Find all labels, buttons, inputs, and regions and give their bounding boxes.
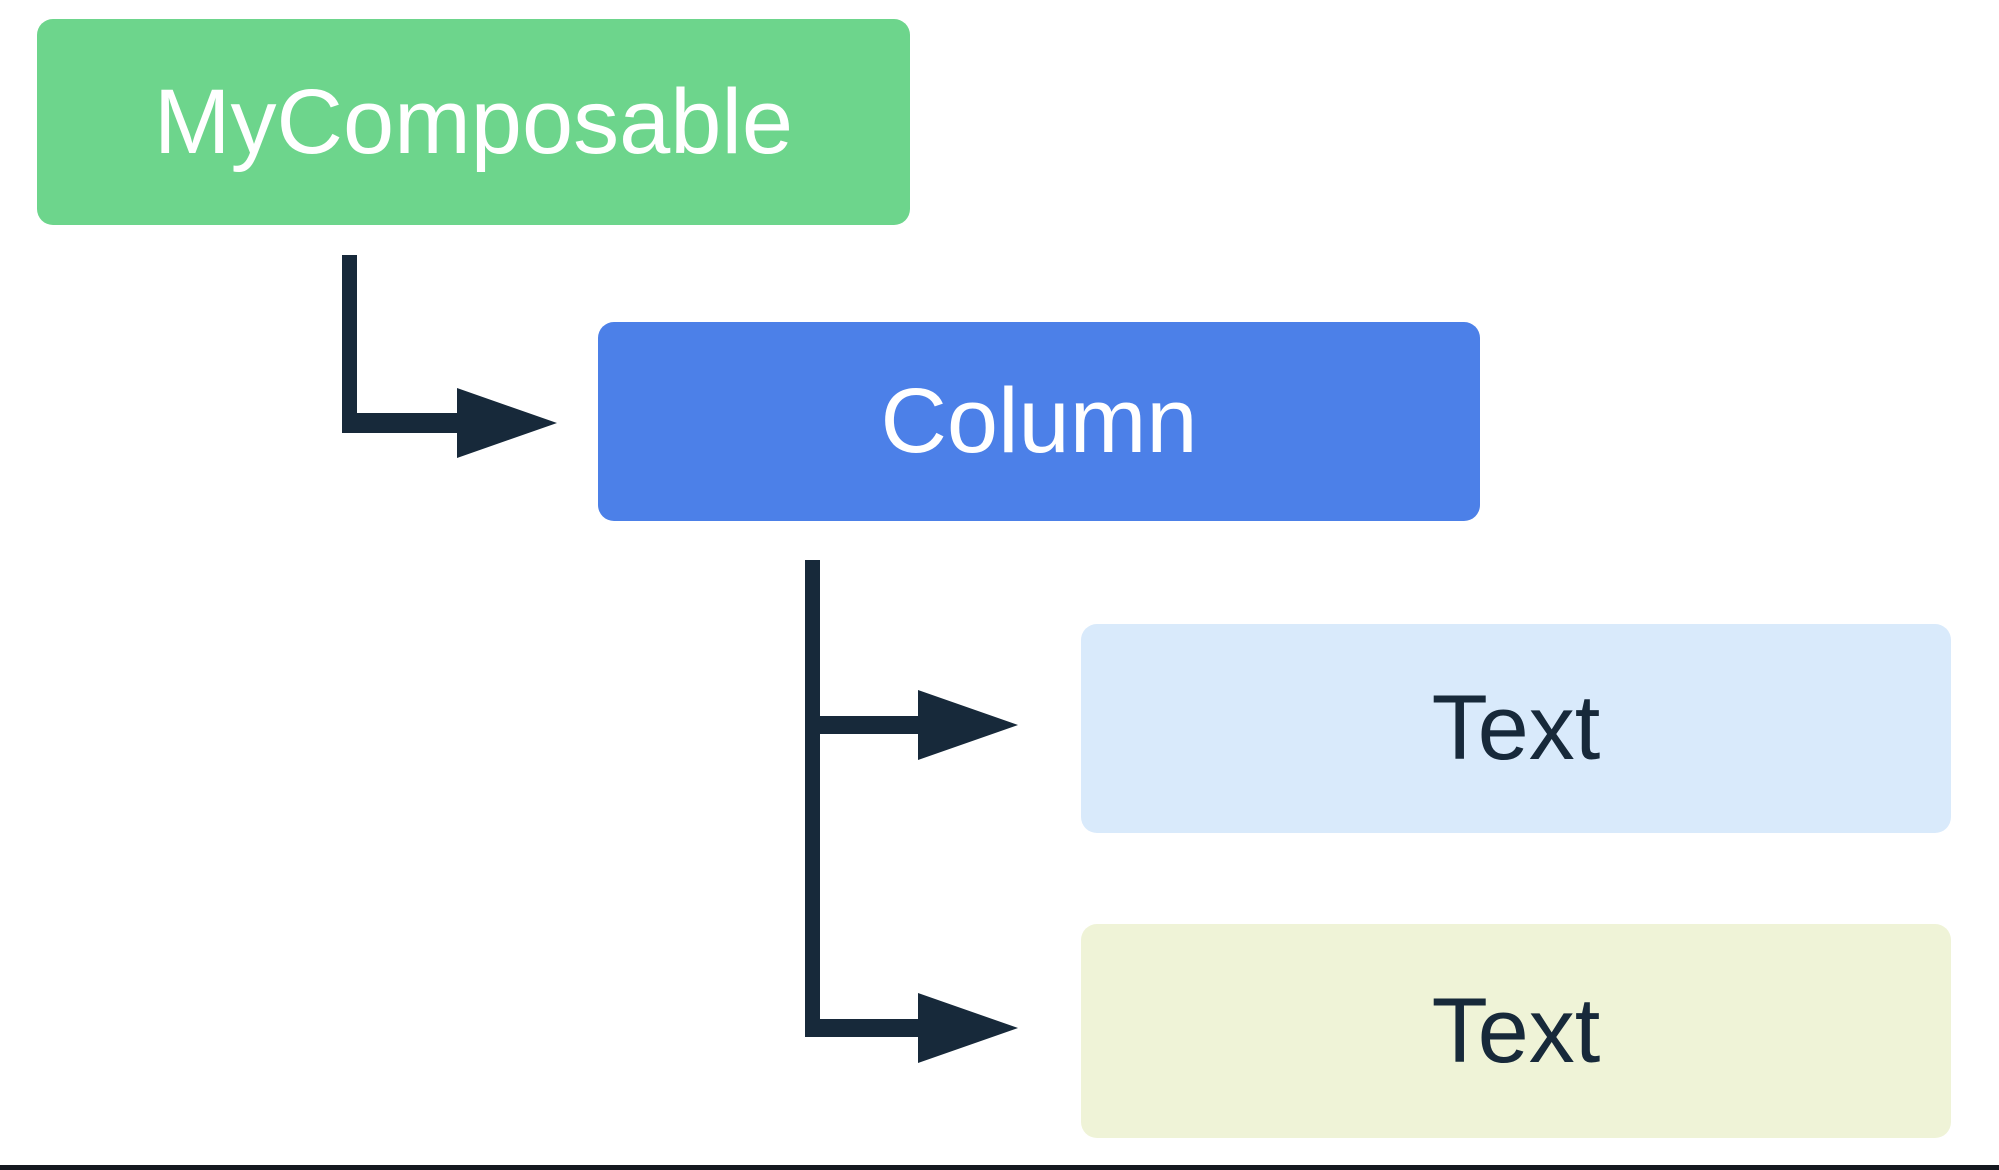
node-text-first: Text [1081,624,1951,833]
node-column: Column [598,322,1480,521]
node-column-label: Column [880,370,1198,472]
arrow-column-to-text-second-icon [805,993,1018,1063]
node-text-first-label: Text [1431,677,1601,779]
arrow-column-to-text-first-icon [805,690,1018,760]
arrow-column-trunk-icon [805,560,820,1037]
bottom-border-line [0,1165,1999,1170]
node-mycomposable-label: MyComposable [153,70,794,173]
node-mycomposable: MyComposable [37,19,910,225]
node-text-second-label: Text [1431,979,1601,1082]
node-text-second: Text [1081,924,1951,1138]
arrow-mycomposable-to-column-icon [342,255,557,458]
